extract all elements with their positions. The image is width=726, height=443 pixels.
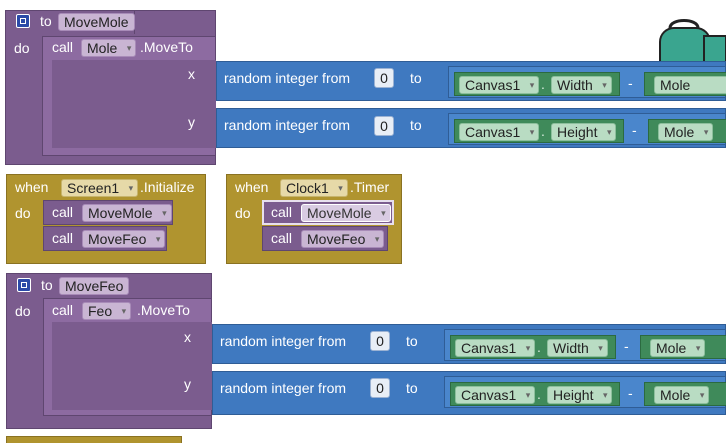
procedure-name-field[interactable]: MoveMole (58, 13, 135, 31)
dot-separator: . (541, 76, 545, 92)
random-integer-label: random integer from (224, 70, 351, 86)
procedure-dropdown-movefeo[interactable]: MoveFeo▾ (82, 230, 166, 248)
keyword-call: call (271, 230, 293, 246)
event-name: .Timer (350, 179, 390, 195)
minus-operator: - (632, 122, 637, 138)
random-integer-label: random integer from (220, 333, 347, 349)
keyword-call: call (52, 302, 74, 318)
chevron-down-icon: ▾ (602, 390, 608, 400)
call-mole-moveto-inner (52, 60, 216, 148)
partial-block-bottom[interactable] (6, 436, 182, 443)
number-input-from[interactable]: 0 (374, 116, 394, 136)
keyword-call: call (52, 204, 74, 220)
method-name: .MoveTo (137, 302, 190, 318)
keyword-call: call (52, 230, 74, 246)
keyword-to: to (41, 277, 53, 293)
keyword-call: call (271, 204, 293, 220)
component-dropdown-canvas1[interactable]: Canvas1▾ (455, 386, 536, 404)
property-dropdown-width[interactable]: Width▾ (547, 339, 608, 357)
chevron-down-icon: ▾ (695, 343, 701, 353)
component-dropdown-screen1[interactable]: Screen1▾ (61, 179, 139, 197)
call-feo-moveto-inner (52, 322, 212, 410)
minus-operator: - (624, 338, 629, 354)
chevron-down-icon: ▾ (525, 390, 531, 400)
event-name: .Initialize (140, 179, 195, 195)
keyword-do: do (235, 205, 251, 221)
param-x-label: x (188, 66, 195, 82)
keyword-do: do (14, 40, 30, 56)
param-x-label: x (184, 329, 191, 345)
collapse-toggle-icon[interactable] (17, 278, 31, 292)
collapse-toggle-icon[interactable] (16, 14, 30, 28)
component-dropdown-feo[interactable]: Feo▾ (82, 302, 132, 320)
keyword-do: do (15, 303, 31, 319)
keyword-do: do (15, 205, 31, 221)
keyword-to-range: to (406, 333, 418, 349)
component-dropdown-clock1[interactable]: Clock1▾ (280, 179, 348, 197)
method-name: .MoveTo (140, 39, 193, 55)
procedure-dropdown-movemole[interactable]: MoveMole▾ (301, 204, 391, 222)
random-integer-label: random integer from (220, 380, 347, 396)
number-input-from[interactable]: 0 (370, 378, 390, 398)
chevron-down-icon: ▾ (699, 390, 705, 400)
chevron-down-icon: ▾ (602, 80, 607, 90)
chevron-down-icon: ▾ (374, 234, 380, 244)
minus-operator: - (628, 75, 633, 91)
chevron-down-icon: ▾ (529, 80, 535, 90)
number-input-from[interactable]: 0 (374, 68, 394, 88)
keyword-to: to (40, 13, 52, 29)
component-dropdown-mole[interactable]: Mole▾ (658, 123, 714, 141)
chevron-down-icon: ▾ (162, 208, 167, 218)
component-dropdown-mole[interactable]: Mole▾ (650, 339, 706, 357)
property-dropdown-width[interactable]: Width▾ (551, 76, 612, 94)
number-input-from[interactable]: 0 (370, 331, 390, 351)
procedure-dropdown-movefeo[interactable]: MoveFeo▾ (301, 230, 385, 248)
param-y-label: y (184, 376, 191, 392)
component-dropdown-canvas1[interactable]: Canvas1▾ (459, 76, 540, 94)
component-dropdown-mole[interactable]: Mole (654, 76, 726, 94)
chevron-down-icon: ▾ (126, 43, 132, 53)
chevron-down-icon: ▾ (598, 343, 603, 353)
random-integer-label: random integer from (224, 117, 351, 133)
dot-separator: . (537, 386, 541, 402)
component-dropdown-mole[interactable]: Mole▾ (81, 39, 137, 57)
chevron-down-icon: ▾ (703, 127, 709, 137)
keyword-to-range: to (410, 117, 422, 133)
chevron-down-icon: ▾ (606, 127, 612, 137)
keyword-to-range: to (406, 380, 418, 396)
property-dropdown-height[interactable]: Height▾ (551, 123, 617, 141)
procedure-dropdown-movemole[interactable]: MoveMole▾ (82, 204, 172, 222)
dot-separator: . (541, 123, 545, 139)
chevron-down-icon: ▾ (128, 183, 134, 193)
chevron-down-icon: ▾ (529, 127, 535, 137)
dot-separator: . (537, 339, 541, 355)
procedure-name-field[interactable]: MoveFeo (59, 277, 130, 295)
chevron-down-icon: ▾ (381, 208, 386, 218)
keyword-call: call (52, 39, 74, 55)
component-dropdown-canvas1[interactable]: Canvas1▾ (455, 339, 536, 357)
chevron-down-icon: ▾ (155, 234, 161, 244)
keyword-when: when (15, 179, 49, 195)
keyword-when: when (235, 179, 269, 195)
chevron-down-icon: ▾ (121, 306, 127, 316)
chevron-down-icon: ▾ (525, 343, 531, 353)
keyword-to-range: to (410, 70, 422, 86)
chevron-down-icon: ▾ (338, 183, 343, 193)
component-dropdown-canvas1[interactable]: Canvas1▾ (459, 123, 540, 141)
param-y-label: y (188, 114, 195, 130)
minus-operator: - (628, 385, 633, 401)
property-dropdown-height[interactable]: Height▾ (547, 386, 613, 404)
component-dropdown-mole[interactable]: Mole▾ (654, 386, 710, 404)
